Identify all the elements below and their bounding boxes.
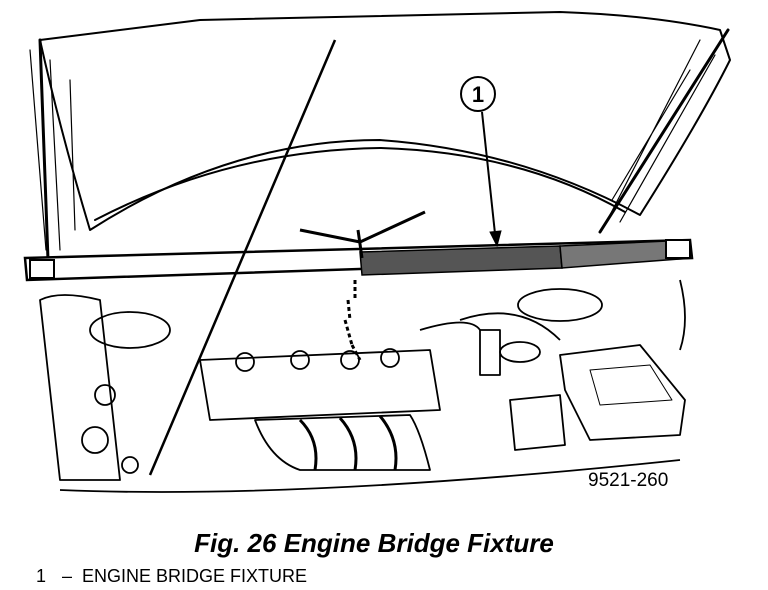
legend-item: 1–ENGINE BRIDGE FIXTURE <box>36 566 307 587</box>
callout-circle <box>460 76 496 112</box>
callout-arrowhead <box>489 230 502 248</box>
engine-bridge-fixture <box>23 210 694 361</box>
left-fender <box>29 49 76 251</box>
right-hood-strut <box>598 28 730 234</box>
legend-number: 1 <box>36 566 47 586</box>
legend-label: ENGINE BRIDGE FIXTURE <box>82 566 308 586</box>
callout-number: 1 <box>472 82 484 107</box>
figure-caption: Fig. 26 Engine Bridge Fixture <box>0 528 768 559</box>
figure-code: 9521-260 <box>588 470 669 491</box>
long-rod <box>148 39 337 476</box>
left-hood-strut <box>38 38 50 262</box>
right-fender <box>609 39 716 223</box>
hood-outline <box>39 11 731 231</box>
hood-inner-edge <box>94 147 626 221</box>
engine-bay <box>39 279 686 493</box>
engine-bay-illustration: 1 <box>23 11 731 493</box>
callout-leader <box>481 111 497 244</box>
figure-caption-text: Fig. 26 Engine Bridge Fixture <box>194 528 554 558</box>
legend-separator: – <box>61 566 72 586</box>
